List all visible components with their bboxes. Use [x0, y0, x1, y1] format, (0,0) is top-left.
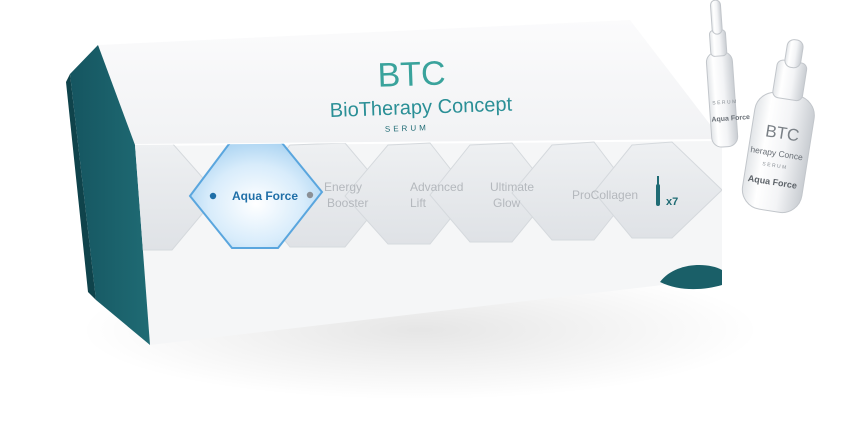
ampoule-front: BTC herapy Conce SERUM Aqua Force [741, 39, 815, 214]
brand-logo: BTC [377, 54, 446, 94]
hexagon-1 [188, 140, 324, 249]
hexagon-3 [344, 142, 471, 245]
hexagon-4 [429, 142, 553, 243]
box-top [98, 20, 722, 145]
ampoule-back-variant: Aqua Force [711, 114, 750, 124]
hexagon-label-count: x7 [666, 196, 678, 208]
hexagon-label-ultimate-glow-1: Ultimate [490, 180, 534, 194]
hexagon-label-ultimate-glow-2: Glow [493, 196, 521, 210]
hexagon-5 [511, 141, 633, 241]
hexagon-label-energy-booster-1: Energy [324, 180, 362, 194]
hexagon-connector-dot [209, 192, 217, 200]
hexagon-row [135, 140, 722, 251]
box-tab [660, 265, 722, 290]
brand-subtitle: SERUM [385, 123, 429, 134]
hexagon-label-advanced-lift-2: Lift [410, 196, 427, 210]
ampoule-icon [656, 176, 660, 206]
hexagon-label-advanced-lift-1: Advanced [410, 180, 463, 194]
ampoule-back-subtitle: SERUM [712, 99, 738, 107]
hexagon-label-aqua-force: Aqua Force [232, 189, 298, 203]
ampoule-front-subtitle: SERUM [762, 161, 788, 171]
hexagon-connector-dot [306, 191, 314, 199]
hexagon-label-energy-booster-2: Booster [327, 196, 368, 210]
ampoule-back: SERUM Aqua Force [705, 0, 750, 148]
hexagon-label-procollagen: ProCollagen [572, 188, 638, 202]
